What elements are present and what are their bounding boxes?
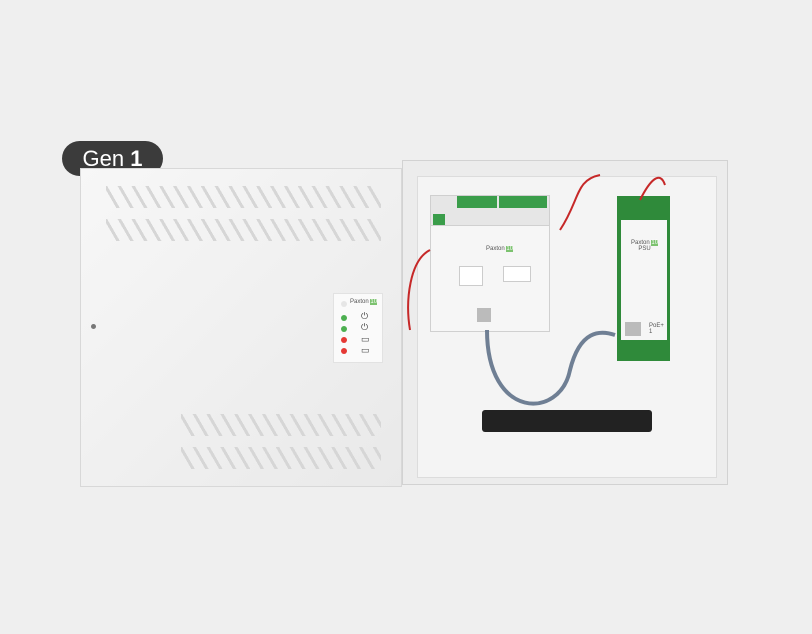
led-green (341, 326, 347, 332)
power-icon: ⏻ (361, 311, 369, 321)
vent-slots (181, 447, 381, 469)
power-timer-icon: ⏻ (361, 322, 369, 332)
vent-slots (106, 219, 381, 241)
panel-brand: Paxton 10 (350, 299, 378, 305)
battery-icon: ▭ (361, 334, 370, 344)
ethernet-cable (485, 329, 616, 406)
led-red (341, 337, 347, 343)
door-screw (91, 324, 96, 329)
power-wire (407, 249, 431, 331)
led-green (341, 315, 347, 321)
led-off (341, 301, 347, 307)
controller-brand: Paxton 10 (486, 246, 514, 252)
battery-timer-icon: ▭ (361, 345, 370, 355)
psu-label: PSU (638, 246, 651, 252)
power-wire (559, 174, 601, 231)
ethernet-port[interactable] (477, 308, 491, 322)
badge-prefix: Gen (82, 146, 125, 171)
terminal-block (499, 196, 547, 208)
power-wire (639, 176, 666, 201)
controller-cover: Paxton 10 (430, 225, 550, 332)
badge-number: 1 (130, 146, 143, 171)
vent-slots (181, 414, 381, 436)
label-sticker (459, 266, 483, 286)
ethernet-port[interactable] (625, 322, 641, 336)
led-red (341, 348, 347, 354)
barcode-sticker (503, 266, 531, 282)
poe-port-label: PoE+ 1 (649, 323, 664, 335)
terminal-block (457, 196, 497, 208)
vent-slots (106, 186, 381, 208)
led-status-panel: Paxton 10 ⏻ ⏻ ▭ ▭ (333, 293, 383, 363)
battery-strap (482, 410, 652, 432)
